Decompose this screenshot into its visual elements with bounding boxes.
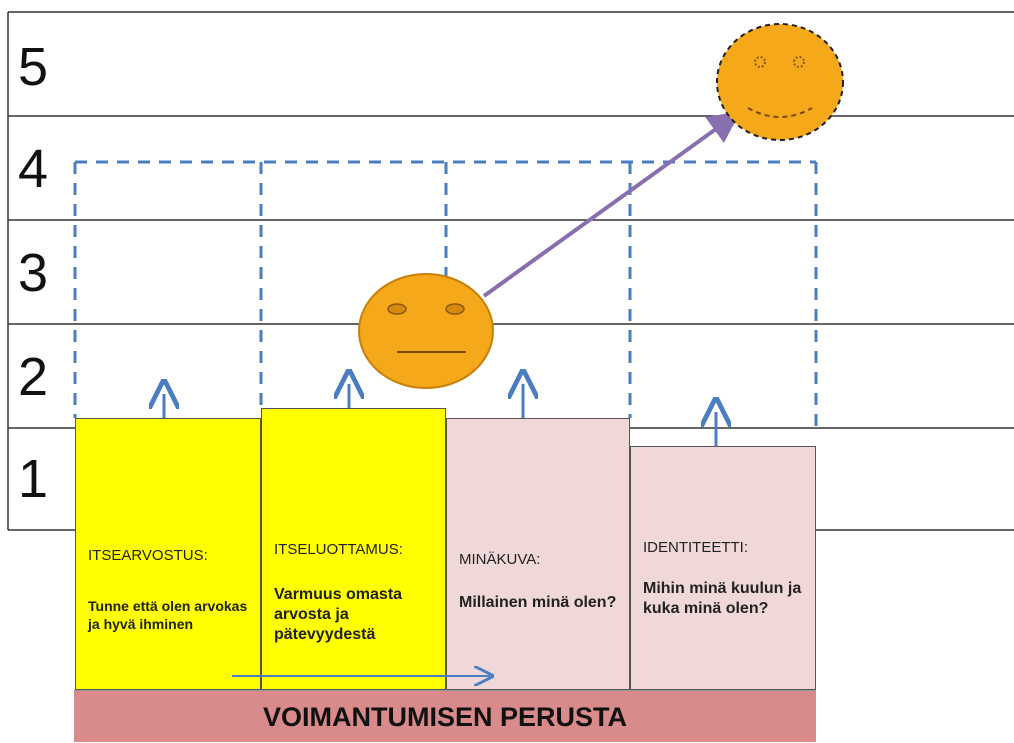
dashed-frame: [73, 160, 818, 428]
level-label-3: 3: [18, 243, 49, 303]
pillar-itseluottamus: ITSELUOTTAMUS: Varmuus omasta arvosta ja…: [261, 408, 446, 690]
level-label-4: 4: [18, 139, 49, 199]
level-label-5: 5: [18, 37, 49, 97]
pillar-identiteetti: IDENTITEETTI: Mihin minä kuulun ja kuka …: [630, 446, 816, 690]
progress-arrow-icon: [482, 111, 741, 298]
pillar-body: Millainen minä olen?: [459, 594, 617, 611]
pillar-heading: ITSEARVOSTUS:: [88, 547, 208, 564]
foundation-bar: VOIMANTUMISEN PERUSTA: [74, 690, 816, 742]
pillar-minakuva: MINÄKUVA: Millainen minä olen?: [446, 418, 630, 690]
neutral-face-icon: [358, 273, 494, 389]
level-label-2: 2: [18, 347, 49, 407]
level-label-1: 1: [18, 449, 49, 509]
pillar-heading: IDENTITEETTI:: [643, 539, 748, 556]
smiling-face-icon: [716, 23, 844, 141]
pillar-heading: MINÄKUVA:: [459, 551, 541, 568]
pillar-heading: ITSELUOTTAMUS:: [274, 541, 403, 558]
pillar-body: Varmuus omasta arvosta ja pätevyydestä: [274, 586, 403, 643]
pillar-itsearvostus: ITSEARVOSTUS: Tunne että olen arvokas ja…: [75, 418, 261, 690]
pillar-body: Mihin minä kuulun ja kuka minä olen?: [643, 580, 802, 617]
pillar-body: Tunne että olen arvokas ja hyvä ihminen: [88, 598, 248, 633]
